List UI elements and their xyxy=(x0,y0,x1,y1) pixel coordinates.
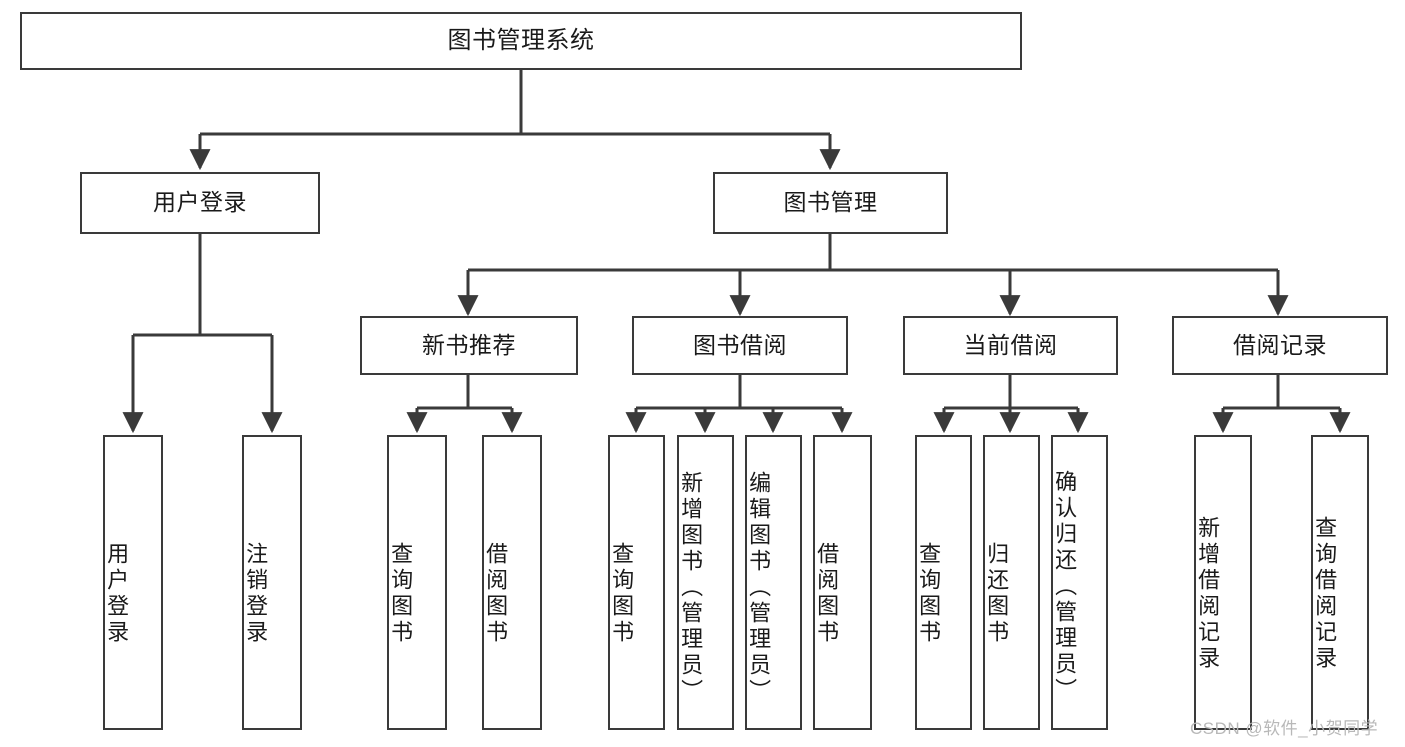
leaf-book-borrow-query-label: 查询图书 xyxy=(609,541,635,646)
leaf-book-borrow-query[interactable]: 查询图书 xyxy=(608,435,665,730)
leaf-current-borrow-query[interactable]: 查询图书 xyxy=(915,435,972,730)
leaf-borrow-record-query[interactable]: 查询借阅记录 xyxy=(1311,435,1369,730)
node-user-login-label: 用户登录 xyxy=(153,189,247,216)
node-root-label: 图书管理系统 xyxy=(447,26,595,54)
leaf-user-login-logout[interactable]: 注销登录 xyxy=(242,435,302,730)
leaf-book-borrow-edit[interactable]: 编辑图书（管理员） xyxy=(745,435,802,730)
node-current-borrow[interactable]: 当前借阅 xyxy=(903,316,1118,375)
leaf-user-login-logout-label: 注销登录 xyxy=(243,541,269,646)
node-book-manage[interactable]: 图书管理 xyxy=(713,172,948,234)
node-new-book-recommend-label: 新书推荐 xyxy=(422,331,516,358)
leaf-new-book-query-label: 查询图书 xyxy=(388,541,414,646)
node-book-manage-label: 图书管理 xyxy=(783,189,878,216)
leaf-book-borrow-add[interactable]: 新增图书（管理员） xyxy=(677,435,734,730)
leaf-borrow-record-query-label: 查询借阅记录 xyxy=(1312,515,1338,672)
node-current-borrow-label: 当前借阅 xyxy=(963,331,1058,358)
leaf-current-borrow-return-label: 归还图书 xyxy=(984,541,1010,646)
leaf-book-borrow-add-label: 新增图书（管理员） xyxy=(678,470,704,705)
node-new-book-recommend[interactable]: 新书推荐 xyxy=(360,316,578,375)
node-book-borrow-label: 图书借阅 xyxy=(693,331,787,358)
leaf-current-borrow-confirm-label: 确认归还（管理员） xyxy=(1052,469,1078,704)
node-root[interactable]: 图书管理系统 xyxy=(20,12,1022,70)
leaf-borrow-record-add-label: 新增借阅记录 xyxy=(1195,515,1221,672)
leaf-book-borrow-edit-label: 编辑图书（管理员） xyxy=(746,470,772,705)
node-book-borrow[interactable]: 图书借阅 xyxy=(632,316,848,375)
leaf-book-borrow-borrow[interactable]: 借阅图书 xyxy=(813,435,872,730)
leaf-current-borrow-confirm[interactable]: 确认归还（管理员） xyxy=(1051,435,1108,730)
leaf-user-login-login-label: 用户登录 xyxy=(104,541,130,646)
csdn-watermark: CSDN @软件_小贺同学 xyxy=(1190,719,1379,738)
leaf-new-book-query[interactable]: 查询图书 xyxy=(387,435,447,730)
leaf-borrow-record-add[interactable]: 新增借阅记录 xyxy=(1194,435,1252,730)
leaf-new-book-borrow-label: 借阅图书 xyxy=(483,541,509,646)
node-borrow-record[interactable]: 借阅记录 xyxy=(1172,316,1388,375)
node-borrow-record-label: 借阅记录 xyxy=(1233,331,1327,358)
leaf-book-borrow-borrow-label: 借阅图书 xyxy=(814,541,840,646)
node-user-login[interactable]: 用户登录 xyxy=(80,172,320,234)
leaf-current-borrow-return[interactable]: 归还图书 xyxy=(983,435,1040,730)
leaf-current-borrow-query-label: 查询图书 xyxy=(916,541,942,646)
leaf-user-login-login[interactable]: 用户登录 xyxy=(103,435,163,730)
leaf-new-book-borrow[interactable]: 借阅图书 xyxy=(482,435,542,730)
